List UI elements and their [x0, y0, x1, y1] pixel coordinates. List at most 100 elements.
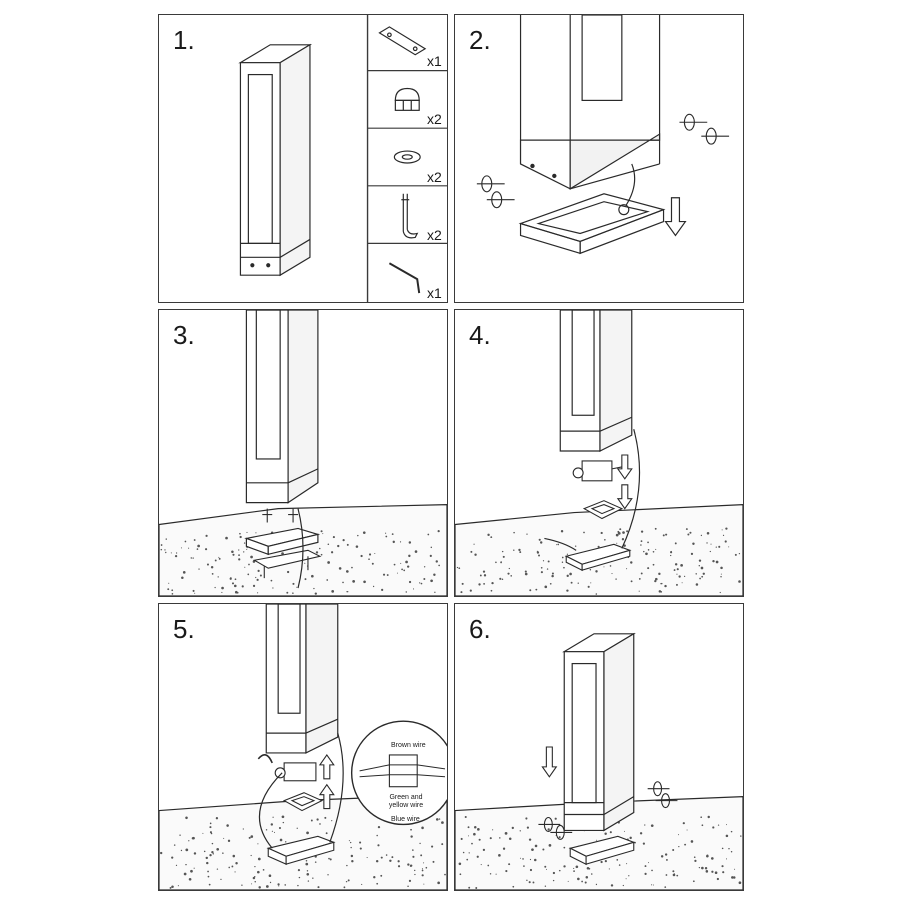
ground-dot: [363, 580, 366, 584]
ground-texture: [160, 815, 446, 889]
ground-dot: [664, 853, 668, 856]
ground-dot: [257, 870, 260, 874]
ground-dot: [278, 885, 280, 887]
ground-dot: [306, 870, 309, 872]
step-1-illustration: [238, 15, 447, 302]
ground-dot: [425, 866, 428, 869]
ground-dot: [322, 533, 324, 535]
ground-dot: [658, 572, 661, 576]
ground-dot: [609, 831, 612, 834]
ground-dot: [315, 551, 319, 554]
ground-dot: [227, 839, 231, 843]
ground-dot: [584, 881, 587, 884]
ground-dot: [347, 879, 350, 882]
ground-dot: [689, 531, 692, 534]
ground-dot: [573, 870, 575, 873]
ground-dot: [399, 541, 402, 543]
ground-dot: [715, 546, 717, 548]
ground-dot: [185, 863, 187, 866]
ground-dot: [407, 565, 410, 568]
ground-dot: [536, 551, 540, 554]
ground-dot: [438, 818, 441, 820]
ground-dot: [325, 832, 328, 835]
mounting-plate-icon: [378, 26, 427, 56]
ground-dot: [251, 883, 253, 885]
ground-dot: [345, 570, 349, 573]
ground-dot: [722, 534, 725, 537]
ground-dot: [715, 560, 719, 564]
ground-dot: [345, 880, 348, 883]
quantity-label: x2: [427, 169, 442, 185]
ground-dot: [430, 579, 433, 583]
ground-dot: [618, 864, 621, 866]
ground-dot: [320, 553, 323, 556]
ground-dot: [672, 870, 675, 873]
ground-dot: [208, 883, 211, 886]
ground-dot: [285, 841, 287, 843]
down-arrow-icon: [664, 197, 687, 237]
ground-dot: [351, 566, 353, 569]
ground-dot: [414, 550, 418, 553]
ground-dot: [590, 582, 592, 584]
ground-dot: [278, 826, 282, 830]
ground-dot: [577, 582, 579, 584]
ground-dot: [372, 585, 375, 588]
ground-dot: [441, 821, 444, 824]
ground-dot: [311, 574, 314, 578]
bollard-body: [245, 310, 319, 504]
ground-dot: [165, 538, 167, 540]
ground-dot: [725, 527, 728, 530]
ground-dot: [725, 858, 728, 860]
ground-dot: [539, 541, 543, 544]
ground-dot: [355, 545, 359, 548]
ground-dot: [615, 533, 619, 537]
ground-dot: [326, 579, 329, 581]
ground-dot: [314, 592, 317, 595]
ground-dot: [441, 843, 444, 846]
ground-dot: [730, 851, 733, 853]
ground-dot: [730, 830, 733, 833]
ground-dot: [171, 885, 174, 888]
ground-dot: [647, 567, 650, 570]
ground-dot: [168, 582, 170, 584]
ground-dot: [248, 563, 250, 566]
ground-dot: [265, 829, 268, 831]
ground-dot: [651, 884, 653, 886]
ground-dot: [423, 883, 425, 885]
ground-dot: [575, 865, 579, 869]
ground-dot: [721, 529, 723, 531]
ground-dot: [498, 854, 501, 857]
ground-dot: [409, 865, 412, 867]
ground-dot: [665, 533, 668, 536]
ground-dot: [617, 531, 621, 535]
ground-dot: [513, 549, 515, 551]
ground-dot: [660, 855, 664, 858]
ground-dot: [538, 538, 541, 541]
ground-dot: [698, 565, 701, 567]
ground-dot: [312, 877, 314, 879]
ground-dot: [193, 867, 195, 869]
bollard-base: [519, 15, 661, 190]
ground-dot: [499, 577, 502, 580]
ground-dot: [241, 884, 243, 886]
ground-dot: [510, 575, 513, 577]
ground-dot: [706, 854, 709, 857]
ground-dot: [193, 852, 197, 855]
ground-dot: [680, 563, 683, 567]
ground-dot: [640, 544, 642, 546]
ground-dot: [699, 577, 701, 580]
ground-dot: [247, 573, 250, 576]
ground-dot: [610, 884, 614, 887]
ground-dot: [707, 815, 710, 819]
step-5-panel: 5.: [158, 603, 448, 891]
ground-dot: [368, 553, 372, 556]
ground-dot: [529, 868, 533, 872]
ground-dot: [623, 830, 625, 832]
brown-wire-label: Brown wire: [391, 742, 426, 749]
ground-dot: [547, 560, 550, 563]
ground-dot: [476, 855, 479, 858]
step-5-illustration: [159, 604, 447, 890]
ground-dot: [683, 575, 686, 577]
ground-dot: [724, 540, 727, 543]
ground-dot: [296, 827, 298, 829]
